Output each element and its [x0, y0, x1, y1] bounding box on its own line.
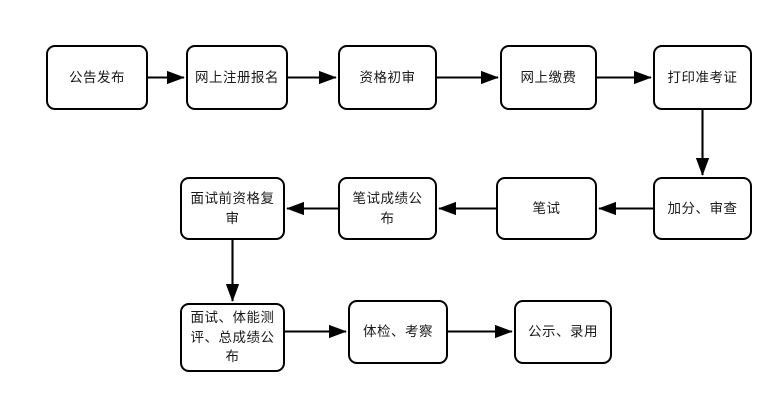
node-print-admit-card[interactable]: 打印准考证: [653, 45, 752, 110]
node-announcement[interactable]: 公告发布: [46, 45, 148, 110]
node-pre-interview-review[interactable]: 面试前资格复 审: [180, 177, 285, 240]
node-bonus-audit[interactable]: 加分、审查: [653, 177, 752, 240]
node-label: 网上注册报名: [195, 69, 279, 85]
node-label: 网上缴费: [520, 69, 577, 85]
node-label: 加分、审查: [667, 200, 738, 216]
node-medical-inspection[interactable]: 体检、考察: [348, 300, 448, 364]
node-label: 公示、录用: [528, 324, 598, 340]
node-interview-fitness[interactable]: 面试、体能测 评、总成绩公 布: [180, 303, 285, 372]
node-label: 面试、体能测 评、总成绩公 布: [190, 310, 275, 365]
node-publicity-hire[interactable]: 公示、录用: [514, 300, 612, 364]
node-label: 面试前资格复 审: [190, 190, 275, 226]
node-label: 资格初审: [359, 69, 416, 85]
node-online-registration[interactable]: 网上注册报名: [186, 45, 288, 110]
node-written-results[interactable]: 笔试成绩公布: [338, 177, 437, 240]
node-written-exam[interactable]: 笔试: [496, 177, 597, 240]
node-qualification-review[interactable]: 资格初审: [338, 45, 437, 110]
node-online-payment[interactable]: 网上缴费: [500, 45, 597, 110]
node-label: 笔试成绩公布: [352, 190, 423, 226]
node-label: 公告发布: [69, 69, 125, 85]
node-label: 笔试: [532, 200, 561, 216]
node-label: 打印准考证: [667, 69, 738, 85]
node-label: 体检、考察: [363, 324, 433, 340]
